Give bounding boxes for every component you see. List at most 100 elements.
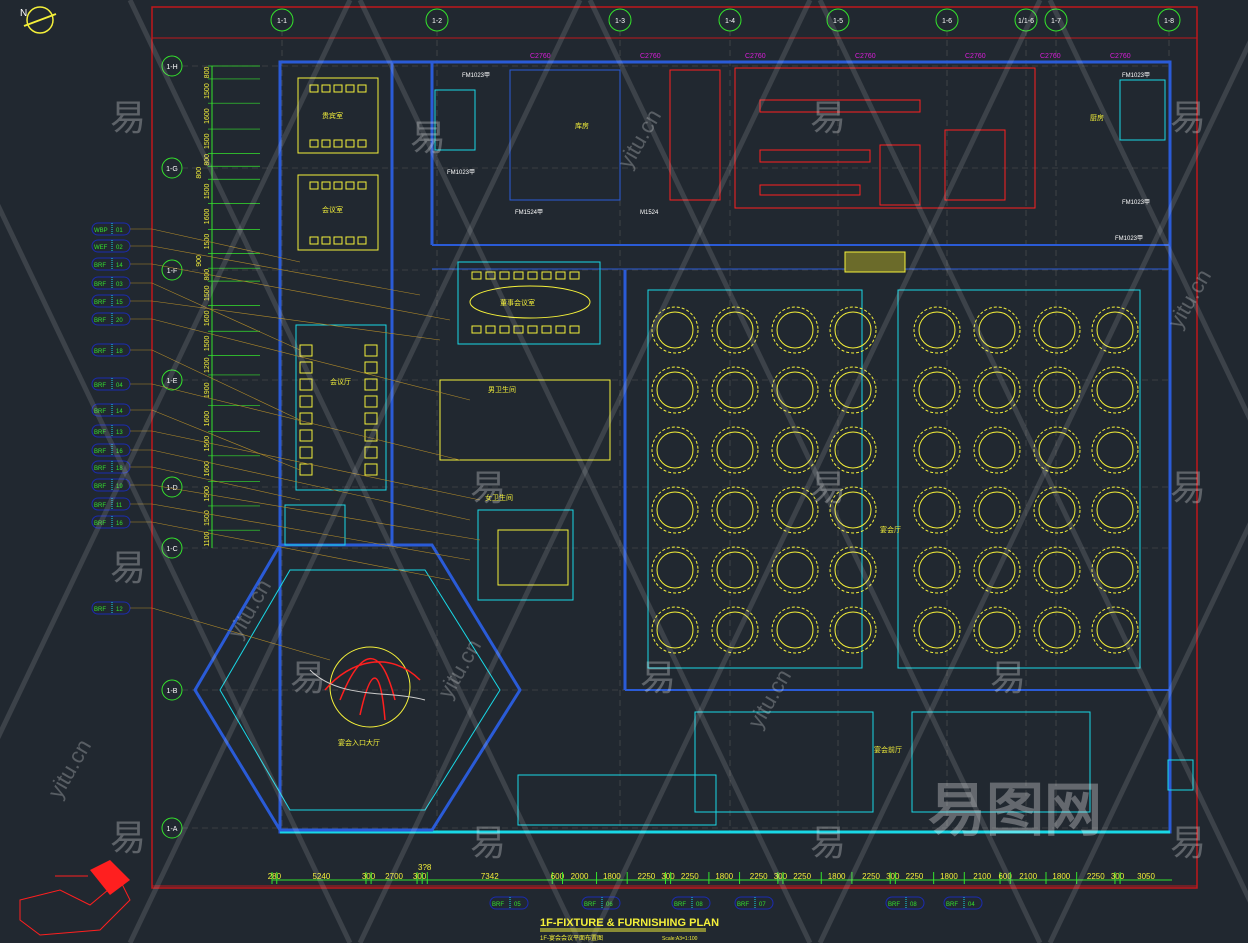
finish-tag-number: 16 — [116, 449, 123, 455]
grid-bubble — [935, 8, 959, 32]
finish-tag-number: 11 — [116, 503, 123, 509]
chair — [345, 139, 355, 148]
finish-tag-code: BRF — [584, 902, 596, 908]
chair — [364, 429, 378, 442]
round-table — [829, 306, 877, 354]
grid-bubble — [826, 8, 850, 32]
window-labels: C2760 C2760 C2760 C2760 C2760 C2760 C276… — [530, 53, 1131, 60]
dimension-value: 5240 — [312, 872, 330, 881]
dimension-value: 1600 — [204, 310, 211, 326]
round-table — [1033, 606, 1081, 654]
round-table — [1091, 546, 1139, 594]
round-table — [711, 606, 759, 654]
door-labels: FM1023甲 FM1023甲 FM1524甲 M1524 FM1023甲 FM… — [447, 72, 1150, 242]
finish-tag-number: 18 — [116, 466, 123, 472]
chair — [485, 271, 496, 280]
grid-label: 1-C — [166, 546, 177, 553]
watermark-glyph: 易 — [110, 547, 146, 588]
round-table — [711, 306, 759, 354]
chair — [555, 325, 566, 334]
chair — [345, 236, 355, 245]
finish-tag-number: 20 — [116, 318, 123, 324]
grid-bubble — [608, 8, 632, 32]
chair — [513, 271, 524, 280]
title-block: 1F-FIXTURE & FURNISHING PLAN 1F-宴会会议平面布置… — [540, 917, 719, 942]
round-table — [1091, 426, 1139, 474]
chair — [309, 236, 319, 245]
sheet-frame — [151, 6, 1198, 889]
round-table — [711, 486, 759, 534]
grid-bubble — [1044, 8, 1068, 32]
window-label: C2760 — [1040, 53, 1061, 60]
finish-tag-number: 04 — [968, 902, 975, 908]
watermark-glyph: 易 — [290, 657, 326, 698]
dimension-value: 2100 — [973, 872, 991, 881]
chair — [309, 139, 319, 148]
chair — [485, 325, 496, 334]
finish-tag-number: 19 — [116, 484, 123, 490]
chair — [299, 429, 313, 442]
watermark-glyph: 易 — [810, 822, 846, 863]
dimension-value: 1800 — [940, 872, 958, 881]
chair — [345, 84, 355, 93]
finish-tag-code: BRF — [94, 521, 106, 527]
dimension-value: 600 — [998, 872, 1012, 881]
round-table — [1033, 426, 1081, 474]
finish-tag-code: BRF — [94, 263, 106, 269]
window-label: C2760 — [745, 53, 766, 60]
finish-tag-number: 15 — [116, 300, 123, 306]
room-labels: 贵宾室 会议室 会议厅 董事会议室 男卫生间 女卫生间 宴会厅 宴会入口大厅 宴… — [322, 111, 1104, 754]
room-label-kitchen: 厨房 — [1090, 113, 1104, 122]
watermark-site: yitu.cn — [223, 575, 276, 643]
dimension-value: 3?8 — [418, 863, 432, 872]
round-table — [973, 306, 1021, 354]
watermark-site: yitu.cn — [43, 735, 96, 803]
chair — [541, 271, 552, 280]
round-table — [973, 606, 1021, 654]
dimension-value: 300 — [774, 872, 788, 881]
chair — [321, 139, 331, 148]
watermark-glyph: 易 — [810, 467, 846, 508]
chair — [345, 181, 355, 190]
round-table — [829, 426, 877, 474]
finish-tag-code: BRF — [94, 300, 106, 306]
door-label: FM1023甲 — [1122, 199, 1150, 206]
dimension-value: 2700 — [385, 872, 403, 881]
round-table — [913, 366, 961, 414]
round-table — [1091, 366, 1139, 414]
finish-tag-number: 06 — [606, 902, 613, 908]
finish-tag-code: BRF — [94, 466, 106, 472]
dimension-value: 1600 — [204, 108, 211, 124]
watermark-site: yitu.cn — [743, 665, 796, 733]
room-label-vip-2: 会议室 — [322, 205, 343, 214]
finish-tag-code: BRF — [94, 449, 106, 455]
grid-bubble — [425, 8, 449, 32]
round-table — [771, 366, 819, 414]
round-table — [973, 426, 1021, 474]
round-table — [651, 606, 699, 654]
window-label: C2760 — [640, 53, 661, 60]
room-label-vip-1: 贵宾室 — [322, 111, 343, 120]
chair — [569, 271, 580, 280]
key-plan — [19, 860, 131, 936]
round-table — [1033, 486, 1081, 534]
chair — [569, 325, 580, 334]
dimension-value: 280 — [268, 872, 282, 881]
room-label-boardroom: 董事会议室 — [500, 298, 535, 307]
round-table — [711, 366, 759, 414]
round-table — [913, 426, 961, 474]
dimension-value: 1800 — [715, 872, 733, 881]
dimension-value: 1100 — [204, 531, 211, 546]
chair — [357, 236, 367, 245]
chair — [527, 325, 538, 334]
window-label: C2760 — [530, 53, 551, 60]
chair — [364, 344, 378, 357]
watermark-glyph: 易 — [110, 97, 146, 138]
meeting-chairs — [299, 84, 580, 476]
finish-tag-number: 18 — [116, 349, 123, 355]
